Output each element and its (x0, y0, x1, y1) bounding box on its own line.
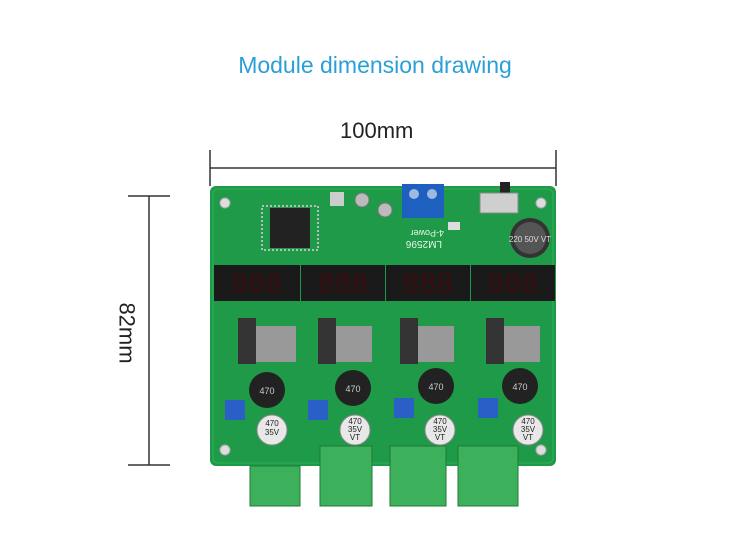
channel-2: 470 470 35V VT (308, 318, 373, 507)
svg-text:470: 470 (348, 417, 362, 426)
mcu-chip (261, 205, 319, 251)
page-title: Module dimension drawing (238, 52, 512, 78)
svg-text:470: 470 (345, 384, 360, 394)
svg-text:35V: 35V (265, 428, 280, 437)
top-capacitor: 220 50V VT (509, 218, 551, 258)
power-terminal (402, 184, 444, 218)
svg-text:35V: 35V (348, 425, 363, 434)
svg-text:VT: VT (523, 433, 533, 442)
display-2: 888 (301, 265, 385, 301)
height-dimension-line (128, 195, 170, 466)
svg-text:470: 470 (259, 386, 274, 396)
svg-text:888: 888 (403, 270, 453, 301)
channel-3: 470 470 35V VT (389, 318, 456, 507)
top-components (330, 182, 519, 230)
pcb-board (210, 186, 556, 466)
svg-text:35V: 35V (433, 425, 448, 434)
display-1: 888 (214, 265, 300, 301)
svg-text:470: 470 (433, 417, 447, 426)
svg-text:470: 470 (265, 419, 279, 428)
display-4: 888 (471, 265, 555, 301)
svg-text:VT: VT (435, 433, 445, 442)
silkscreen-label-2: 4-Power (410, 228, 444, 238)
channel-4: 470 470 35V VT (457, 318, 544, 507)
width-dimension-label: 100mm (340, 118, 414, 143)
width-dimension-line (209, 150, 557, 186)
svg-text:470: 470 (521, 417, 535, 426)
svg-text:470: 470 (512, 382, 527, 392)
svg-text:35V: 35V (521, 425, 536, 434)
silkscreen-label: LM2596 (405, 238, 442, 249)
svg-text:VT: VT (350, 433, 360, 442)
svg-text:470: 470 (428, 382, 443, 392)
mounting-holes (219, 197, 547, 456)
svg-text:888: 888 (318, 270, 368, 301)
seven-segment-displays: 888 888 888 888 (214, 265, 555, 301)
svg-text:220 50V VT: 220 50V VT (509, 235, 551, 244)
svg-text:888: 888 (232, 270, 282, 301)
display-3: 888 (386, 265, 470, 301)
svg-text:888: 888 (488, 270, 538, 301)
channel-1: 470 470 35V (225, 318, 301, 507)
